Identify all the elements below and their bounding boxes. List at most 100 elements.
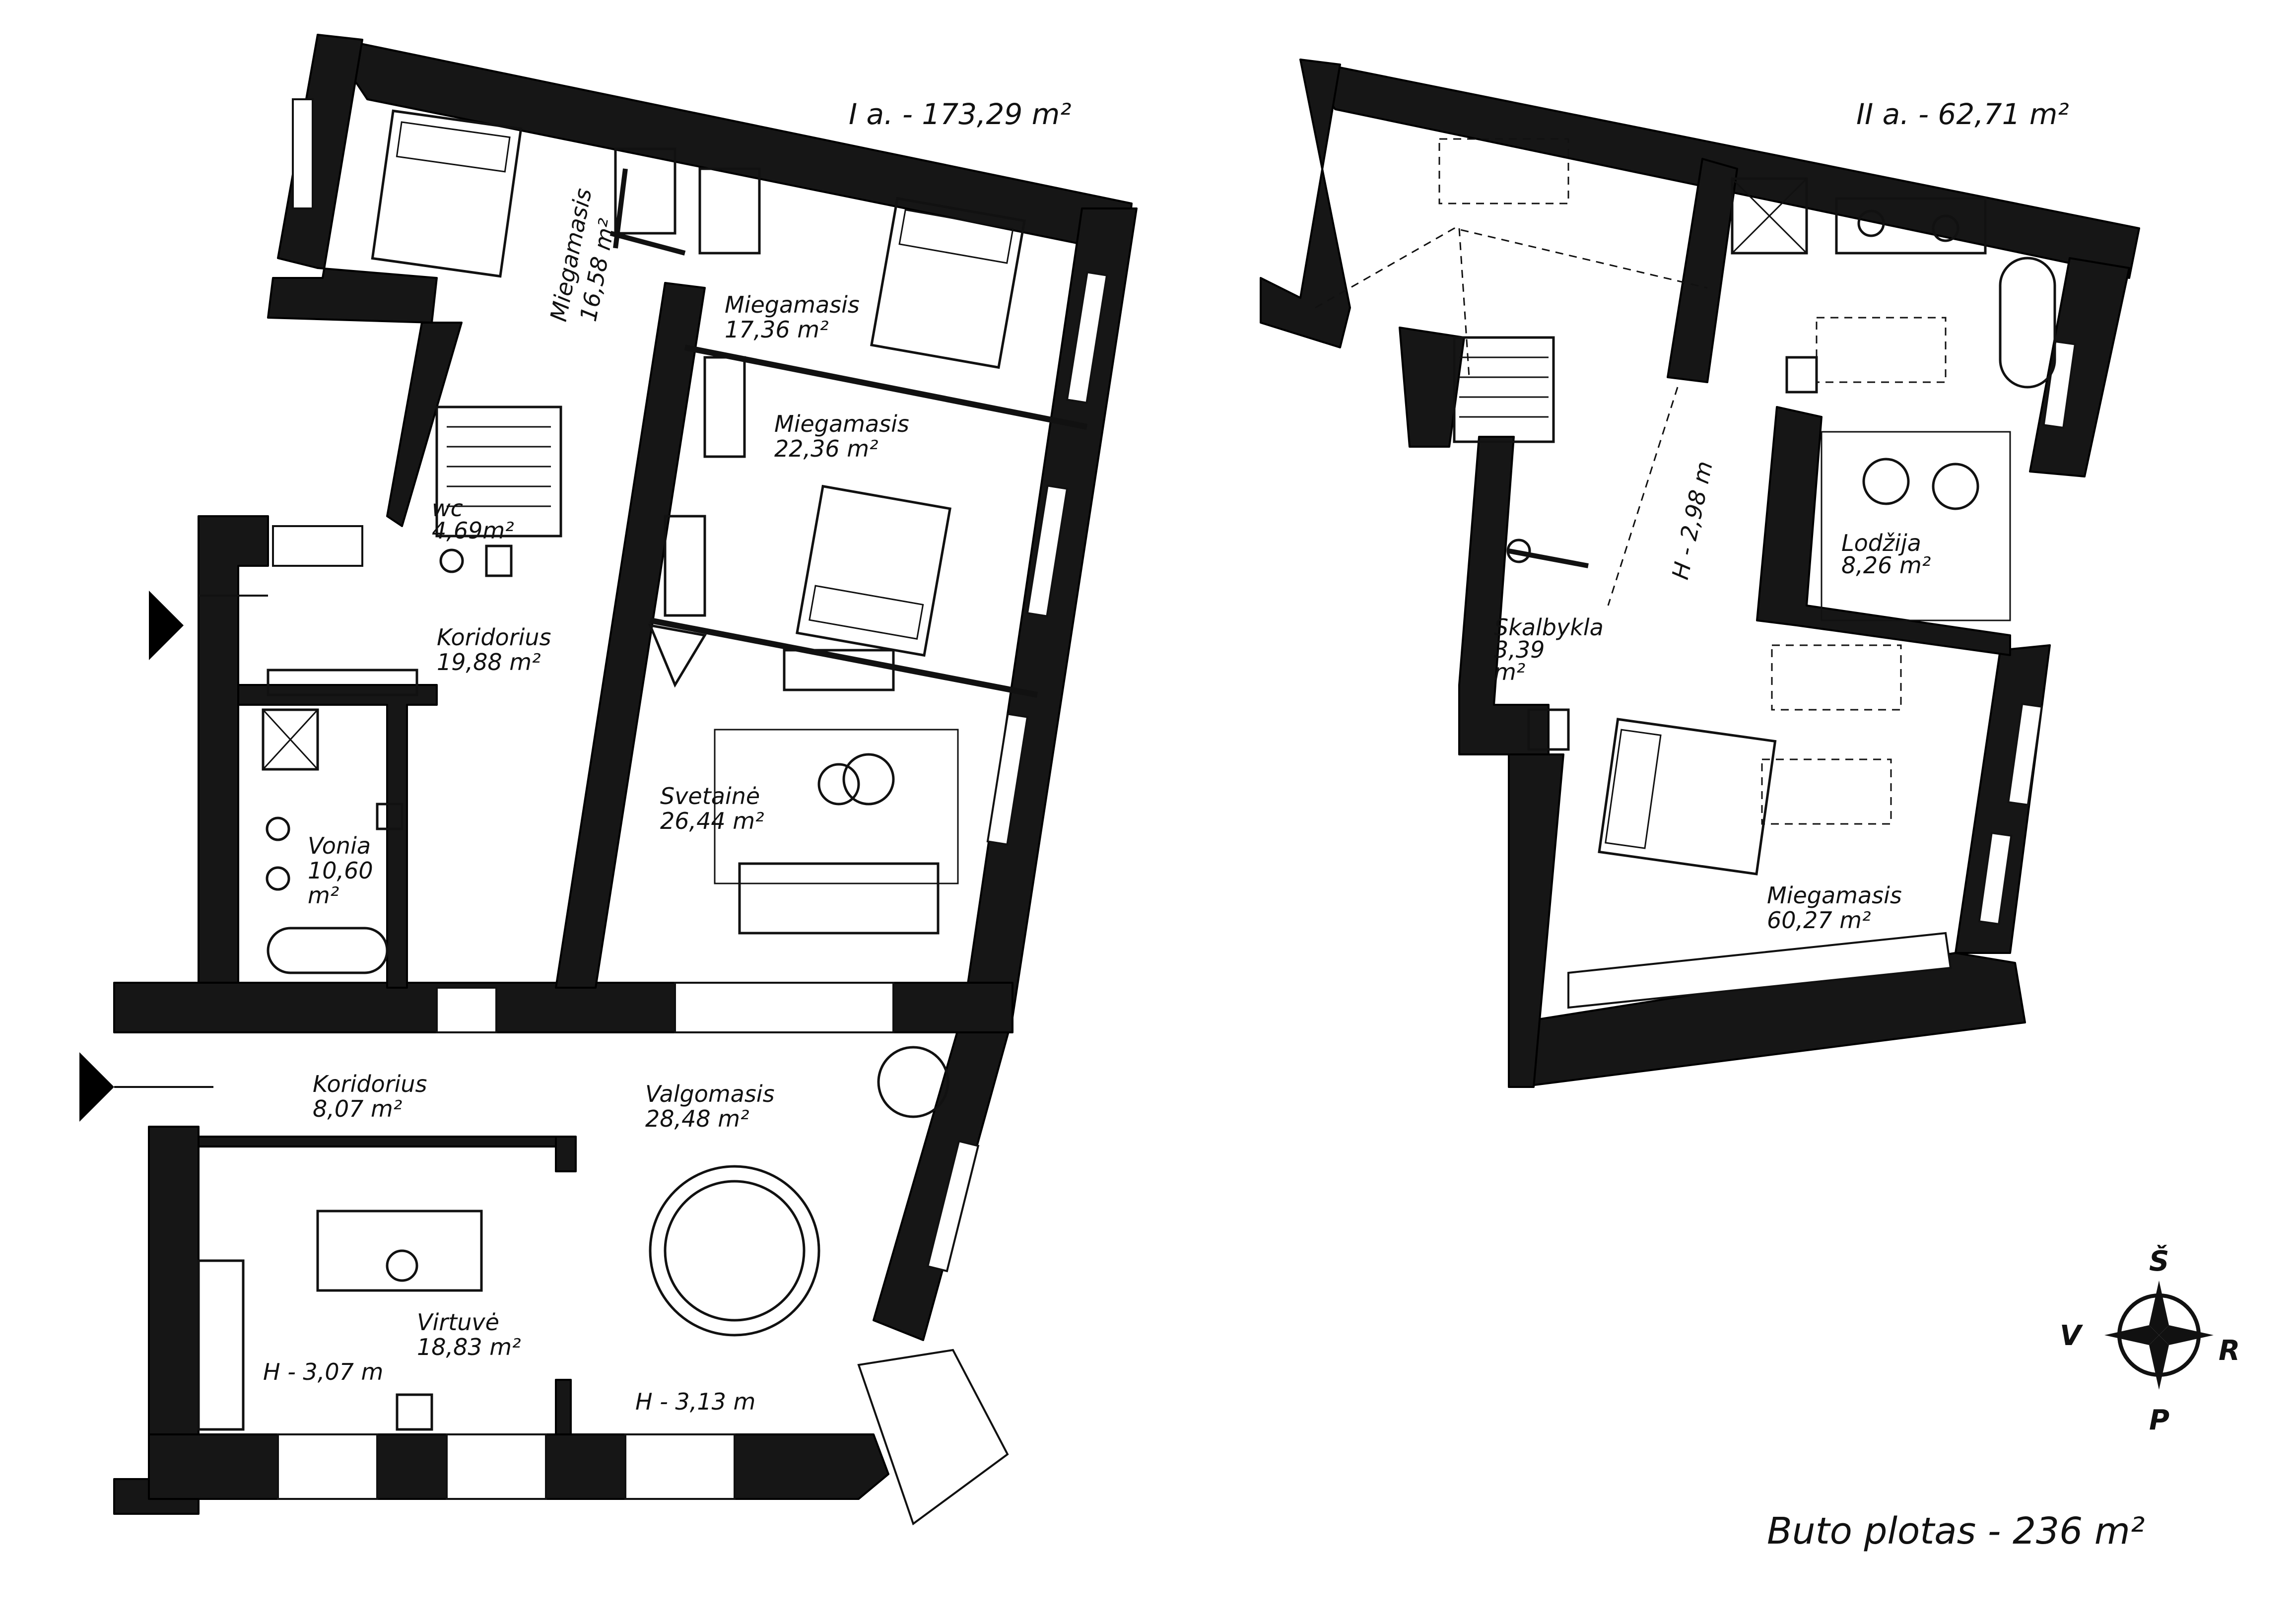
floor2-window-bath xyxy=(2042,340,2077,429)
floor1-bed-2 xyxy=(870,197,1026,369)
floor2-bed xyxy=(1598,718,1777,876)
floor2-height-line xyxy=(1607,387,1679,606)
floor1-wall-south-inner xyxy=(555,1379,572,1435)
floor1-living-rug xyxy=(714,729,959,884)
floor1-dining-name: Valgomasis xyxy=(645,1081,775,1107)
floor2-window-east-2 xyxy=(1978,831,2013,926)
floor2-skylight-4 xyxy=(1761,758,1892,825)
floor2-title: II a. - 62,71 m² xyxy=(1856,97,2069,131)
floor2-skylight-2 xyxy=(1816,317,1947,383)
floor1-coffee-table-2 xyxy=(842,753,895,806)
floor2-wall-east xyxy=(2029,257,2130,477)
floor1-wardrobe-3 xyxy=(703,356,746,458)
floor1-height-dining: H - 3,13 m xyxy=(635,1388,755,1415)
floor2-sink-1 xyxy=(1857,209,1885,237)
floor1-fireplace xyxy=(648,623,707,688)
floor2-laundry-sink xyxy=(1506,539,1531,563)
floor1-title: I a. - 173,29 m² xyxy=(849,97,1071,131)
floor1-corridor1-area: 19,88 m² xyxy=(437,649,541,676)
floor1-tv-stand xyxy=(783,649,895,691)
floor2-ridge-line xyxy=(1458,228,1470,378)
floor1-wardrobe-4 xyxy=(664,515,706,617)
floor2-wall-east-lower xyxy=(1955,644,2051,954)
floor1-kitchen-counter xyxy=(197,1259,245,1431)
floor2-staircase xyxy=(1453,336,1555,443)
floor1-dining-table xyxy=(649,1165,820,1337)
compass-north-label: Š xyxy=(2149,1245,2169,1278)
floor2-loggia-chair-2 xyxy=(1932,463,1979,510)
floor1-wc-name: wc xyxy=(432,495,463,522)
floor1-window-east-4 xyxy=(926,1140,980,1273)
floor2-vanity xyxy=(1835,197,1987,255)
floor1-bath-name: Vonia xyxy=(308,832,371,859)
floor1-corridor2-area: 8,07 m² xyxy=(313,1095,402,1122)
floor1-window-bed1 xyxy=(292,98,314,209)
floor1-window-south-2 xyxy=(446,1433,547,1500)
floor2-height: H - 2,98 m xyxy=(1667,459,1718,582)
floor1-bedroom3-name: Miegamasis xyxy=(774,410,909,437)
floor1-corridor2-name: Koridorius xyxy=(313,1071,427,1097)
floor1-bedroom2-area: 17,36 m² xyxy=(725,316,829,343)
floor1-partition-bed2-bed3 xyxy=(684,344,1088,430)
floor1-window-east-1 xyxy=(1066,271,1108,404)
floor2-laundry-area-num: 3,39 xyxy=(1494,636,1545,663)
floor2-loggia-deck xyxy=(1821,431,2011,621)
floor1-living-name: Svetainė xyxy=(660,783,760,810)
floor1-wall-kitchen-pier xyxy=(555,1136,577,1172)
entrance-arrow-icon xyxy=(149,591,184,660)
floor2-skylight-3 xyxy=(1771,644,1902,711)
floor1-wardrobe-2 xyxy=(698,167,761,255)
floor1-wall-north-bedroom xyxy=(317,34,1133,259)
floor1-window-east-2 xyxy=(1026,484,1069,617)
compass-west-label: V xyxy=(2060,1320,2084,1352)
compass-south-label: P xyxy=(2149,1404,2169,1436)
floor-2-plan xyxy=(1260,59,2140,1088)
floor1-bath-area-num: 10,60 xyxy=(308,857,373,884)
floor1-island-sink xyxy=(386,1249,418,1282)
floor1-wardrobe-1 xyxy=(614,147,676,235)
floor2-wall-mid xyxy=(1667,158,1738,383)
floor1-shower xyxy=(262,708,319,771)
floor1-corridor1-name: Koridorius xyxy=(437,624,551,651)
floor2-wall-west xyxy=(1260,59,1351,348)
floor1-coffee-table-1 xyxy=(817,763,860,806)
floor2-skylight-1 xyxy=(1438,138,1569,204)
floor2-bedroom-area: 60,27 m² xyxy=(1767,907,1871,934)
floor1-dining-area: 28,48 m² xyxy=(645,1105,749,1132)
floor1-wc-sink xyxy=(439,548,464,573)
floor1-window-south-1 xyxy=(277,1433,378,1500)
floor1-wall-east-upper xyxy=(962,207,1138,1018)
floor-1-plan xyxy=(79,34,1138,1526)
floor1-window-east-3 xyxy=(986,713,1029,846)
floor1-wall-west-block xyxy=(198,515,269,989)
floor2-wall-loggia xyxy=(1756,406,2011,656)
floor1-balcony xyxy=(857,1349,1009,1526)
floor1-wall-bath xyxy=(237,684,438,989)
floor1-bedroom2-name: Miegamasis xyxy=(725,291,860,318)
entrance-arrow-icon xyxy=(79,1052,114,1122)
floor1-bedroom3-area: 22,36 m² xyxy=(774,435,878,462)
floor1-wc-area: 4,69m² xyxy=(432,517,514,544)
floor1-partition-bed3-living xyxy=(649,617,1038,698)
floor1-wall-corridor-spine xyxy=(555,282,706,989)
floor1-window-south-3 xyxy=(624,1433,736,1500)
total-area: Buto plotas - 236 m² xyxy=(1767,1510,2145,1553)
floor1-window-north-stair xyxy=(272,525,363,567)
floor1-wc-toilet xyxy=(485,544,513,577)
floor1-wardrobe-corridor xyxy=(267,669,418,696)
floor1-window-south-corridor xyxy=(674,982,894,1033)
compass-rose-icon xyxy=(2104,1281,2214,1390)
floor1-partition-bed1-corridor xyxy=(609,231,686,256)
floor2-loggia-area: 8,26 m² xyxy=(1841,552,1931,579)
floor2-loggia-chair-1 xyxy=(1862,458,1910,505)
floor1-bath-toilet xyxy=(376,803,404,830)
floor2-wall-laundry xyxy=(1458,436,1550,755)
floor2-shower xyxy=(1731,177,1808,255)
floor1-kitchen-area: 18,83 m² xyxy=(417,1334,521,1360)
floor1-sofa xyxy=(738,862,940,935)
floor2-sink-2 xyxy=(1932,214,1959,242)
floor1-bath-sink-1 xyxy=(266,816,290,841)
floor2-roof-line xyxy=(1315,227,1708,309)
floor1-cooktop xyxy=(396,1393,433,1431)
